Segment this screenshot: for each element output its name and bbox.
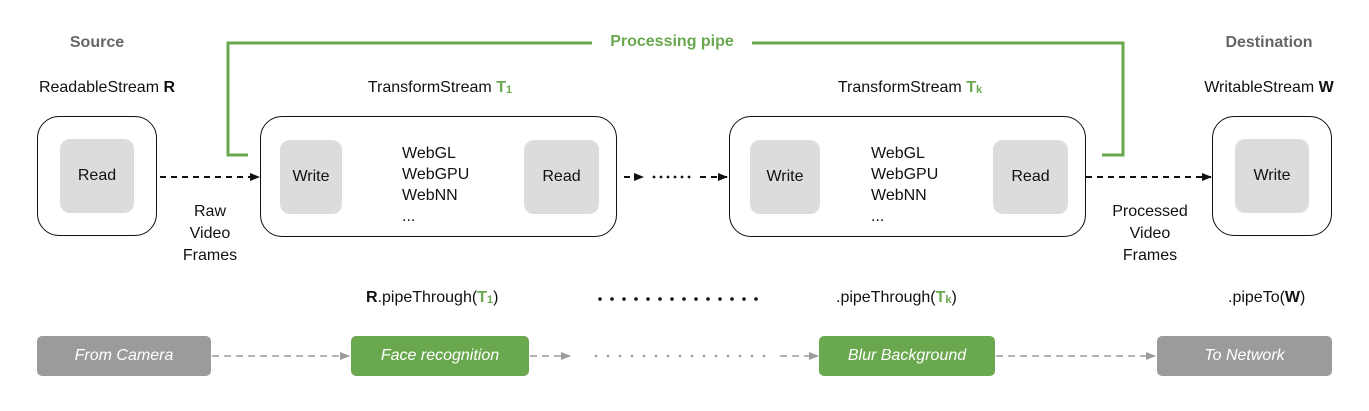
api-webnn: WebNN: [871, 187, 927, 204]
from-camera-pill: From Camera: [37, 336, 211, 376]
source-heading: Source: [69, 34, 125, 51]
api-webgl: WebGL: [402, 145, 456, 162]
pipe-through-t1-code: R.pipeThrough(T1): [366, 289, 499, 306]
tk-write-box: Write: [750, 140, 820, 214]
write-label: Write: [766, 168, 804, 185]
t1-api-list: WebGL WebGPU WebNN ...: [402, 143, 469, 227]
blur-background-pill: Blur Background: [819, 336, 995, 376]
t1-read-box: Read: [524, 140, 599, 214]
read-label: Read: [1011, 168, 1050, 185]
processing-pipe-label: Processing pipe: [592, 33, 752, 51]
api-webgl: WebGL: [871, 145, 925, 162]
writable-stream-label: WritableStream W: [1204, 79, 1334, 96]
transform-stream-k-box: Write WebGL WebGPU WebNN ... Read: [729, 116, 1086, 237]
read-label: Read: [77, 167, 117, 184]
tk-api-list: WebGL WebGPU WebNN ...: [871, 143, 938, 227]
ellipsis-dots-middle: [598, 297, 758, 301]
transform-stream-1-box: Write WebGL WebGPU WebNN ... Read: [260, 116, 617, 237]
transform-stream-1-label: TransformStream T1: [367, 79, 513, 96]
pipe-to-w-code: .pipeTo(W): [1228, 289, 1306, 306]
writable-stream-box: Write: [1212, 116, 1332, 236]
face-recognition-pill: Face recognition: [351, 336, 529, 376]
pipe-through-tk-code: .pipeThrough(Tk): [836, 289, 957, 306]
read-label: Read: [542, 168, 581, 185]
api-webnn: WebNN: [402, 187, 458, 204]
ellipsis-dots-top: [652, 175, 691, 179]
readable-stream-box: Read: [37, 116, 157, 236]
writable-write-box: Write: [1235, 139, 1309, 213]
destination-heading: Destination: [1225, 34, 1313, 51]
write-label: Write: [292, 168, 330, 185]
processing-pipe-bracket: [226, 41, 1125, 157]
write-label: Write: [1253, 167, 1291, 184]
t1-write-box: Write: [280, 140, 342, 214]
api-more: ...: [871, 208, 885, 225]
api-webgpu: WebGPU: [871, 166, 939, 183]
api-webgpu: WebGPU: [402, 166, 470, 183]
to-network-pill: To Network: [1157, 336, 1332, 376]
ellipsis-dots-bottom: [594, 354, 766, 358]
api-more: ...: [402, 208, 416, 225]
readable-stream-label: ReadableStream R: [38, 79, 176, 96]
tk-read-box: Read: [993, 140, 1068, 214]
transform-stream-k-label: TransformStream Tk: [837, 79, 983, 96]
readable-read-box: Read: [60, 139, 134, 213]
